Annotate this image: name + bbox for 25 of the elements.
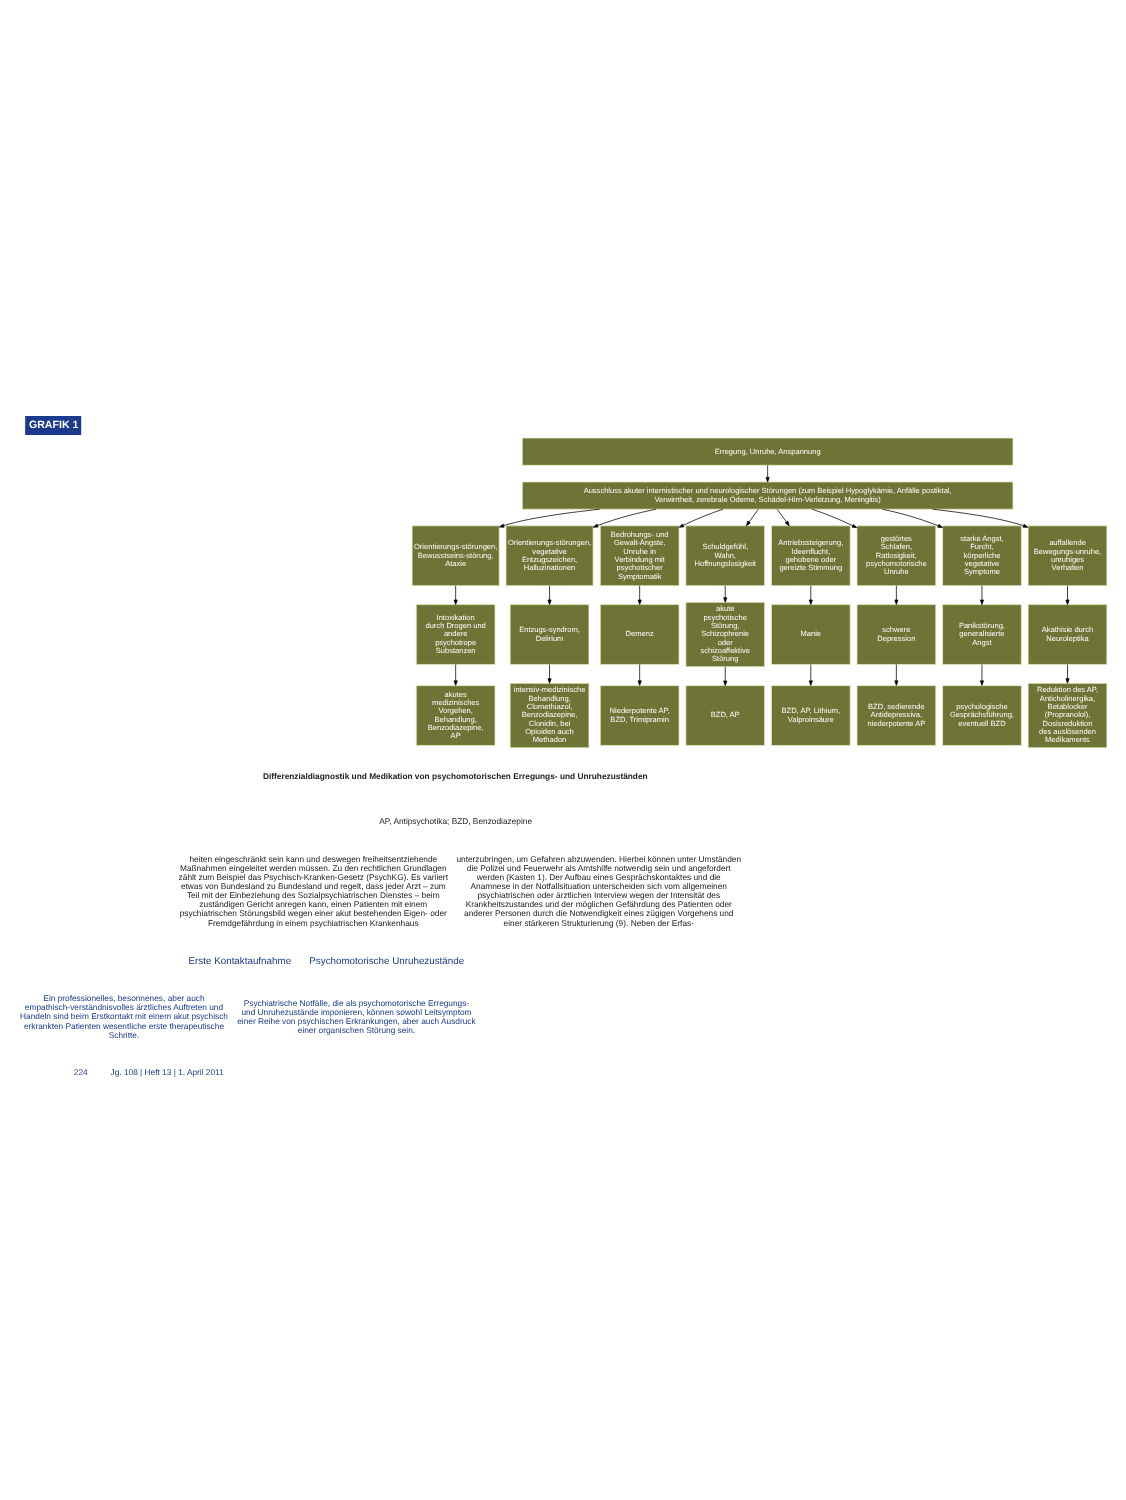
arrow <box>765 465 770 483</box>
arrow <box>453 585 458 605</box>
arrow <box>808 664 813 686</box>
arrow <box>678 508 724 528</box>
arrow <box>1065 585 1070 605</box>
arrow <box>498 508 600 528</box>
arrow <box>637 585 642 605</box>
arrow <box>1065 664 1070 684</box>
arrow <box>746 508 759 527</box>
arrow <box>453 664 458 686</box>
arrow <box>811 508 858 529</box>
arrow <box>932 508 1029 528</box>
arrow <box>979 664 984 686</box>
arrow <box>776 508 790 527</box>
arrow <box>637 664 642 686</box>
arrow <box>808 585 813 605</box>
arrow <box>592 508 657 528</box>
arrow <box>547 585 552 605</box>
arrow <box>894 664 899 686</box>
arrow <box>894 585 899 605</box>
arrow <box>979 585 984 605</box>
arrow <box>882 508 943 528</box>
arrow <box>723 666 728 686</box>
arrow <box>547 664 552 684</box>
arrow <box>723 585 728 603</box>
